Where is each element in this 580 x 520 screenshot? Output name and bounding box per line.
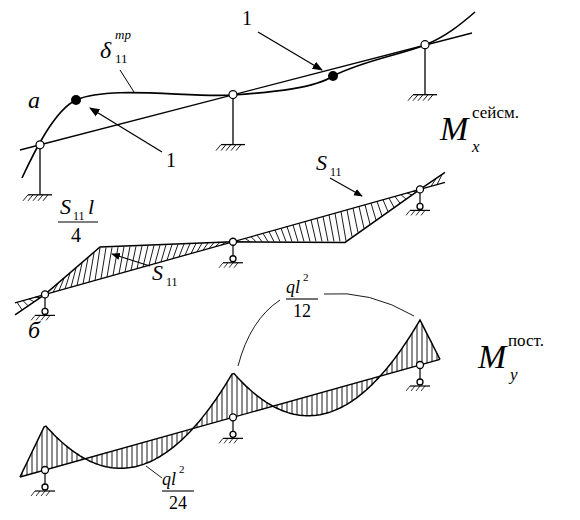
superscript: 2 — [303, 272, 309, 283]
part-letter: а — [28, 88, 40, 112]
denominator: 12 — [293, 302, 311, 320]
denominator: 24 — [169, 494, 187, 512]
symbol-base: S — [60, 196, 71, 218]
symbol-base: S — [152, 262, 163, 284]
subscript: y — [510, 366, 518, 383]
subscript: 11 — [115, 52, 128, 65]
numerator: ql — [286, 278, 300, 296]
part-letter: б — [28, 318, 40, 342]
symbol-base: S — [316, 152, 327, 174]
diagram-name: M — [440, 112, 468, 146]
callout-number: 1 — [166, 150, 176, 170]
superscript: пост. — [508, 332, 544, 349]
symbol-base: l — [88, 196, 94, 218]
callout-number: 1 — [242, 8, 252, 28]
subscript: 11 — [73, 210, 85, 222]
subscript: 11 — [330, 166, 342, 178]
diagram-name: M — [478, 340, 506, 374]
subscript: x — [472, 138, 480, 155]
denominator: 4 — [71, 225, 81, 245]
symbol-base: δ — [100, 38, 111, 62]
subscript: 11 — [166, 276, 178, 288]
superscript: тр — [115, 28, 131, 41]
superscript: 2 — [179, 464, 185, 475]
superscript: сейсм. — [472, 104, 519, 121]
numerator: ql — [162, 470, 176, 488]
